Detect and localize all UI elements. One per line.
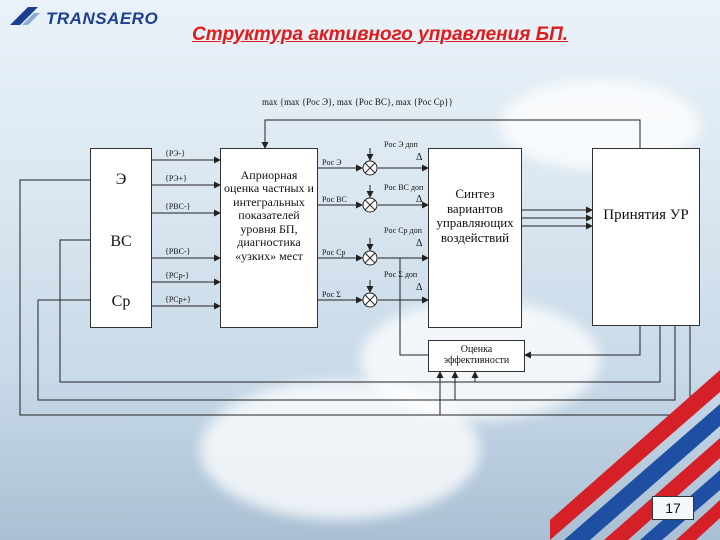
mid-label: Pос Ср [322,248,346,257]
decision-block: Принятия УР [592,148,700,326]
left-block-e: Э [115,171,127,188]
delta-label: Δ [416,152,423,163]
admissible-label: Pос Ср доп [384,226,422,235]
admissible-label: Pос ВС доп [384,183,424,192]
synthesis-block-text: Синтез вариантов управляющих воздействий [436,186,514,245]
input-label: {PВС-} [165,247,191,256]
input-label: {PЭ-} [165,149,186,158]
input-label: {PСр-} [165,271,190,280]
logo-wing-icon [10,7,40,25]
left-block-sr: Ср [111,293,131,310]
mid-label: Pос Э [322,158,342,167]
input-label: {PВС-} [165,202,191,211]
input-label: {PСр+} [165,295,191,304]
top-formula: max {max {Pос Э}, max {Pос ВС}, max {Pос… [262,97,453,107]
logo-text: TRANSAERO [46,9,159,28]
left-block: Э ВС Ср [90,148,152,328]
synthesis-block: Синтез вариантов управляющих воздействий [428,148,522,328]
page-number: 17 [652,496,694,520]
mid-label: Pос Σ [322,290,341,299]
mid-label: Pос ВС [322,195,347,204]
input-label: {PЭ+} [165,174,187,183]
left-block-vs: ВС [110,233,132,250]
efficiency-block-text: Оценка эффективности [443,344,510,367]
cloud-decoration [200,380,480,520]
page-title: Структура активного управления БП. [192,24,569,45]
decision-block-text: Принятия УР [603,207,689,223]
decorative-stripes [550,370,720,540]
transaero-logo: TRANSAERO [8,5,159,28]
efficiency-block: Оценка эффективности [428,340,525,372]
admissible-label: Pос Σ доп [384,270,418,279]
apriori-block: Априорная оценка частных и интегральных … [220,148,318,328]
admissible-label: Pос Э доп [384,140,418,149]
delta-label: Δ [416,194,423,205]
apriori-block-text: Априорная оценка частных и интегральных … [224,168,314,263]
delta-label: Δ [416,282,423,293]
delta-label: Δ [416,238,423,249]
